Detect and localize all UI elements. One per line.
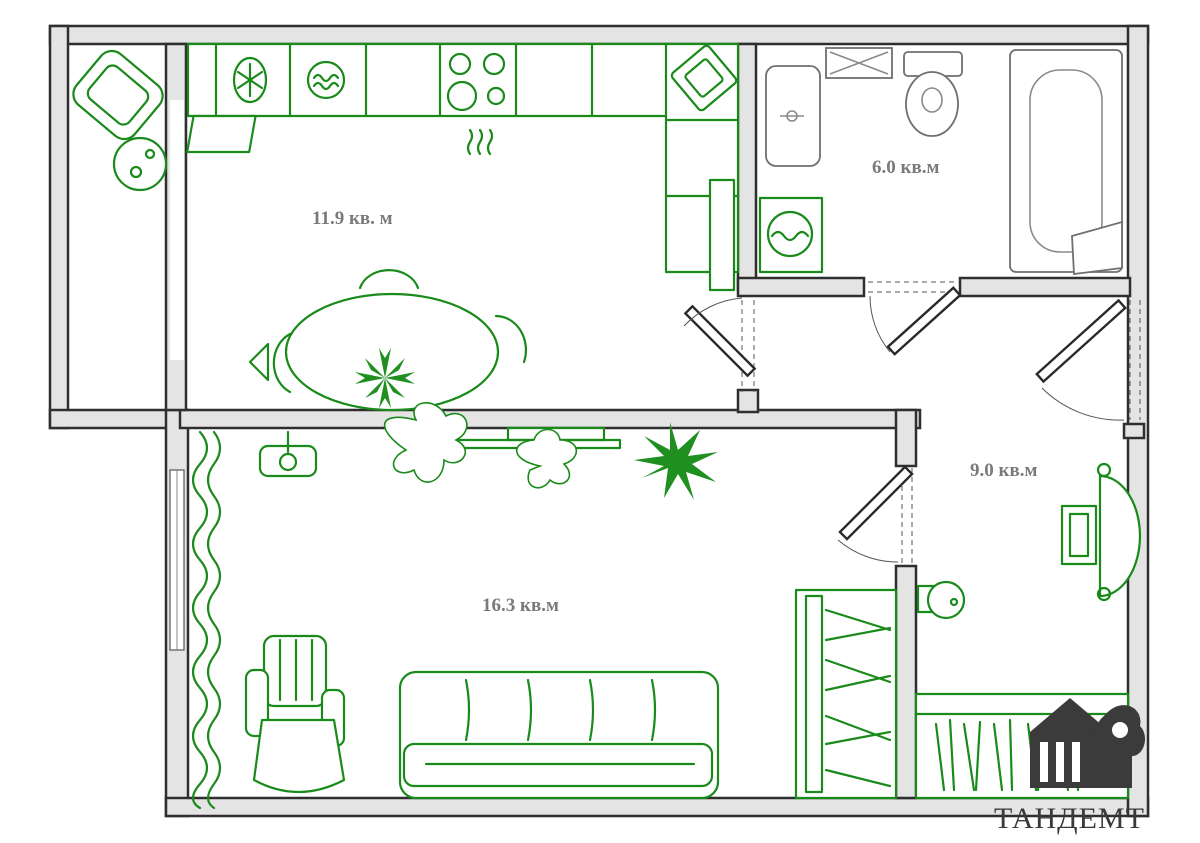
bathroom-fixtures: [758, 47, 1123, 276]
bathroom-area-label: 6.0 кв.м: [872, 157, 939, 178]
living-room-furniture: [191, 402, 898, 810]
kitchen-counter-icon: [186, 42, 740, 274]
dishwasher-icon: [306, 60, 346, 100]
sofa-icon: [398, 670, 720, 800]
windows: [169, 100, 185, 651]
dining-table-icon: [248, 269, 527, 412]
kitchen-area-label: 11.9 кв. м: [312, 208, 393, 229]
towel-rack-icon: [825, 47, 893, 79]
stove-icon: [446, 52, 506, 156]
armchair-icon: [72, 49, 164, 141]
console-table-icon: [1060, 474, 1142, 598]
brand-name: ТАНДЕМТ: [994, 802, 1145, 835]
tall-cabinet-icon: [708, 178, 736, 292]
massage-chair-icon: [244, 634, 346, 794]
bathtub-icon: [1009, 49, 1123, 276]
toilet-icon: [903, 51, 963, 137]
side-table-icon: [112, 136, 168, 192]
washbasin-icon: [765, 65, 821, 167]
hallway-furniture: [914, 462, 1142, 800]
bookshelf-icon: [794, 588, 898, 800]
plant-icon: [355, 348, 415, 408]
hallway-area-label: 9.0 кв.м: [970, 460, 1037, 481]
sink-icon: [670, 44, 738, 112]
fridge-icon: [186, 114, 257, 154]
ceiling-lamp-icon: [1096, 462, 1112, 602]
kitchen-furniture: [72, 42, 740, 412]
doors: [683, 281, 1141, 564]
curtain-icon: [191, 430, 222, 810]
area-labels: 11.9 кв. м 6.0 кв.м 9.0 кв.м 16.3 кв.м: [312, 157, 1037, 616]
floor-lamp-icon: [258, 430, 318, 478]
house-logo-icon: [1030, 698, 1146, 788]
washing-machine-icon: [758, 196, 824, 274]
round-stool-icon: [916, 580, 966, 620]
snowflake-icon: [232, 56, 268, 104]
living-room-area-label: 16.3 кв.м: [482, 595, 559, 616]
brand-logo: ТАНДЕМТ: [994, 698, 1146, 835]
houseplant-icon: [383, 402, 718, 500]
